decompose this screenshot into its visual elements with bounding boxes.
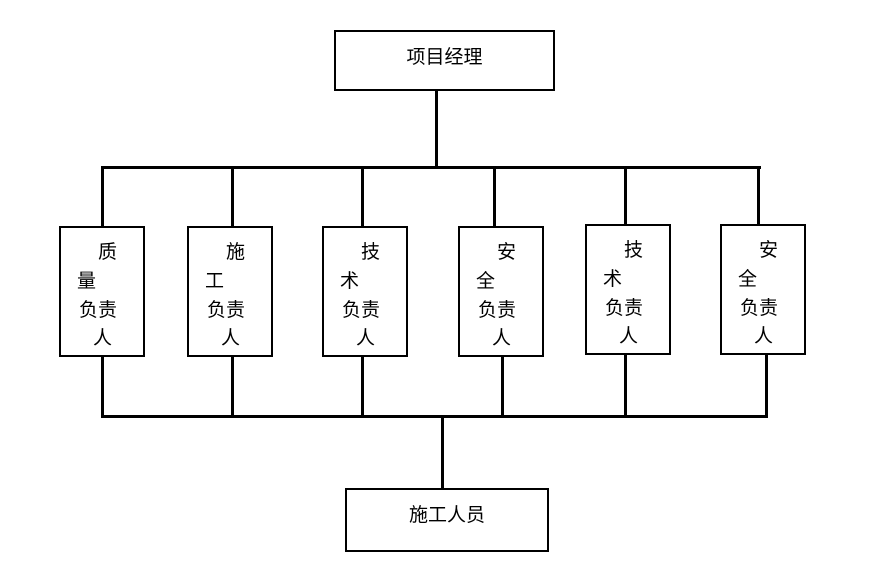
role-2-line-1: 施 bbox=[226, 241, 246, 263]
role-1-line-2: 量 bbox=[77, 270, 97, 292]
rise-5 bbox=[624, 355, 627, 417]
role-box-1: 质 量 负责 人 bbox=[59, 226, 145, 357]
role-5-line-3: 负责 bbox=[605, 297, 644, 319]
role-6-line-4: 人 bbox=[754, 325, 774, 347]
role-3-line-2: 术 bbox=[340, 270, 360, 292]
role-4-line-3: 负责 bbox=[478, 299, 517, 321]
rise-4 bbox=[501, 355, 504, 417]
role-3-line-1: 技 bbox=[361, 241, 381, 263]
drop-3 bbox=[361, 167, 364, 228]
role-4-line-2: 全 bbox=[476, 270, 496, 292]
role-3-line-4: 人 bbox=[356, 327, 376, 349]
rise-6 bbox=[765, 355, 768, 417]
drop-1 bbox=[101, 167, 104, 228]
role-box-5: 技 术 负责 人 bbox=[585, 224, 671, 355]
connector-bottom-vertical bbox=[441, 416, 444, 491]
rise-1 bbox=[101, 355, 104, 417]
role-5-line-1: 技 bbox=[624, 239, 644, 261]
role-6-line-3: 负责 bbox=[740, 297, 779, 319]
role-5-line-2: 术 bbox=[603, 268, 623, 290]
project-manager-label: 项目经理 bbox=[406, 46, 483, 68]
drop-5 bbox=[624, 167, 627, 228]
role-4-line-1: 安 bbox=[497, 241, 517, 263]
construction-staff-label: 施工人员 bbox=[408, 503, 485, 526]
role-2-line-4: 人 bbox=[221, 327, 241, 349]
construction-staff-box: 施工人员 bbox=[345, 488, 549, 552]
drop-4 bbox=[493, 167, 496, 228]
rise-3 bbox=[361, 355, 364, 417]
drop-2 bbox=[231, 167, 234, 228]
role-6-line-2: 全 bbox=[738, 268, 758, 290]
role-box-4: 安 全 负责 人 bbox=[458, 226, 544, 357]
role-1-line-1: 质 bbox=[98, 241, 118, 263]
rise-2 bbox=[231, 355, 234, 417]
connector-top-vertical bbox=[435, 89, 438, 168]
role-1-line-3: 负责 bbox=[79, 299, 118, 321]
role-box-6: 安 全 负责 人 bbox=[720, 224, 806, 355]
role-2-line-3: 负责 bbox=[207, 299, 246, 321]
connector-top-bus bbox=[101, 166, 761, 169]
role-3-line-3: 负责 bbox=[342, 299, 381, 321]
role-5-line-4: 人 bbox=[619, 325, 639, 347]
role-6-line-1: 安 bbox=[759, 239, 779, 261]
project-manager-box: 项目经理 bbox=[334, 30, 555, 91]
connector-bottom-bus bbox=[101, 415, 768, 418]
role-box-2: 施 工 负责 人 bbox=[187, 226, 273, 357]
drop-6 bbox=[757, 167, 760, 228]
role-2-line-2: 工 bbox=[205, 270, 225, 292]
role-box-3: 技 术 负责 人 bbox=[322, 226, 408, 357]
role-4-line-4: 人 bbox=[492, 327, 512, 349]
role-1-line-4: 人 bbox=[93, 327, 113, 349]
